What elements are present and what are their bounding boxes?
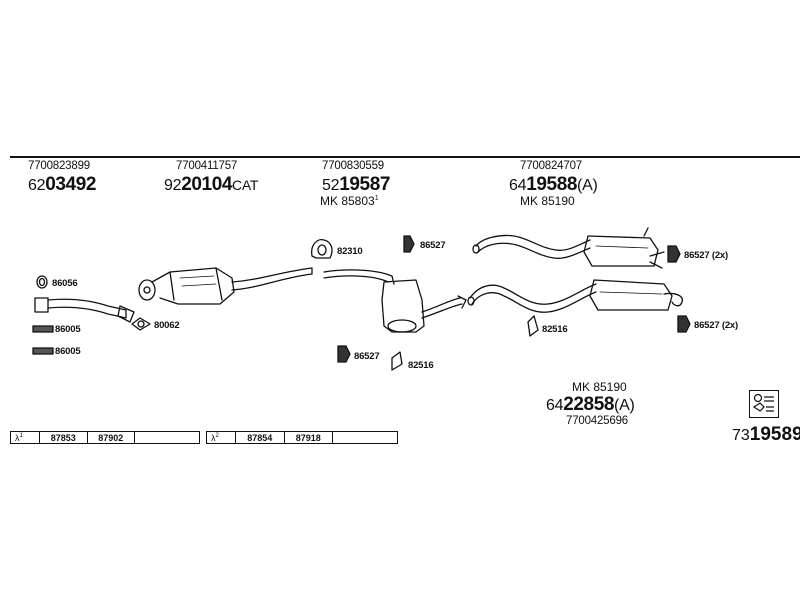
lambda-part-b: 87918 (283, 431, 333, 444)
lambda-row-2: λ2 87854 87918 (206, 431, 398, 444)
label-86527-b: 86527 (354, 351, 380, 362)
lambda-row-1: λ1 87853 87902 (10, 431, 200, 444)
label-86056: 86056 (52, 278, 78, 289)
lambda-symbol: λ1 (10, 431, 40, 444)
muffler-icon (472, 227, 665, 269)
label-86527-2x-b: 86527 (2x) (694, 320, 738, 331)
gasket-icon (36, 275, 48, 289)
label-80062: 80062 (154, 320, 180, 331)
part-number-col4: 6419588(A) (509, 174, 598, 195)
oem-number-col1: 7700823899 (28, 160, 90, 172)
lambda-part-b: 87902 (86, 431, 135, 444)
muffler-icon (467, 279, 683, 313)
label-86005-b: 86005 (55, 346, 81, 357)
label-82516-b: 82516 (542, 324, 568, 335)
lambda-part-a: 87854 (235, 431, 285, 444)
oem-number-bottom: 7700425696 (566, 415, 628, 427)
exhaust-pipe-icon (34, 297, 135, 323)
catalytic-converter-icon (138, 267, 313, 305)
part-number-col1: 6203492 (28, 174, 97, 195)
catalog-number: 7319589 (732, 424, 800, 445)
header-divider (10, 156, 800, 158)
lambda-empty-cell (134, 431, 200, 444)
gasket-icon (131, 317, 151, 331)
bolt-icon (32, 325, 54, 355)
label-86527-2x-a: 86527 (2x) (684, 250, 728, 261)
lambda-empty-cell (332, 431, 398, 444)
hanger-icon (337, 235, 691, 363)
mounting-kit-bottom: MK 85190 (572, 380, 627, 394)
part-number-bottom: 6422858(A) (546, 394, 635, 415)
part-number-col2: 9220104CAT (164, 174, 259, 195)
oem-number-col3: 7700830559 (322, 160, 384, 172)
label-82516-a: 82516 (408, 360, 434, 371)
info-sheet-icon (749, 390, 779, 418)
muffler-icon (323, 269, 467, 333)
label-82310: 82310 (337, 246, 363, 257)
lambda-part-a: 87853 (39, 431, 88, 444)
clamp-icon (311, 238, 333, 259)
mounting-kit-col4: MK 85190 (520, 194, 575, 208)
clamp-icon (391, 315, 539, 371)
label-86005-a: 86005 (55, 324, 81, 335)
label-86527-a: 86527 (420, 240, 446, 251)
oem-number-col4: 7700824707 (520, 160, 582, 172)
oem-number-col2: 7700411757 (176, 160, 238, 172)
lambda-symbol: λ2 (206, 431, 236, 444)
mounting-kit-col3: MK 858031 (320, 194, 379, 208)
part-number-col3: 5219587 (322, 174, 391, 195)
